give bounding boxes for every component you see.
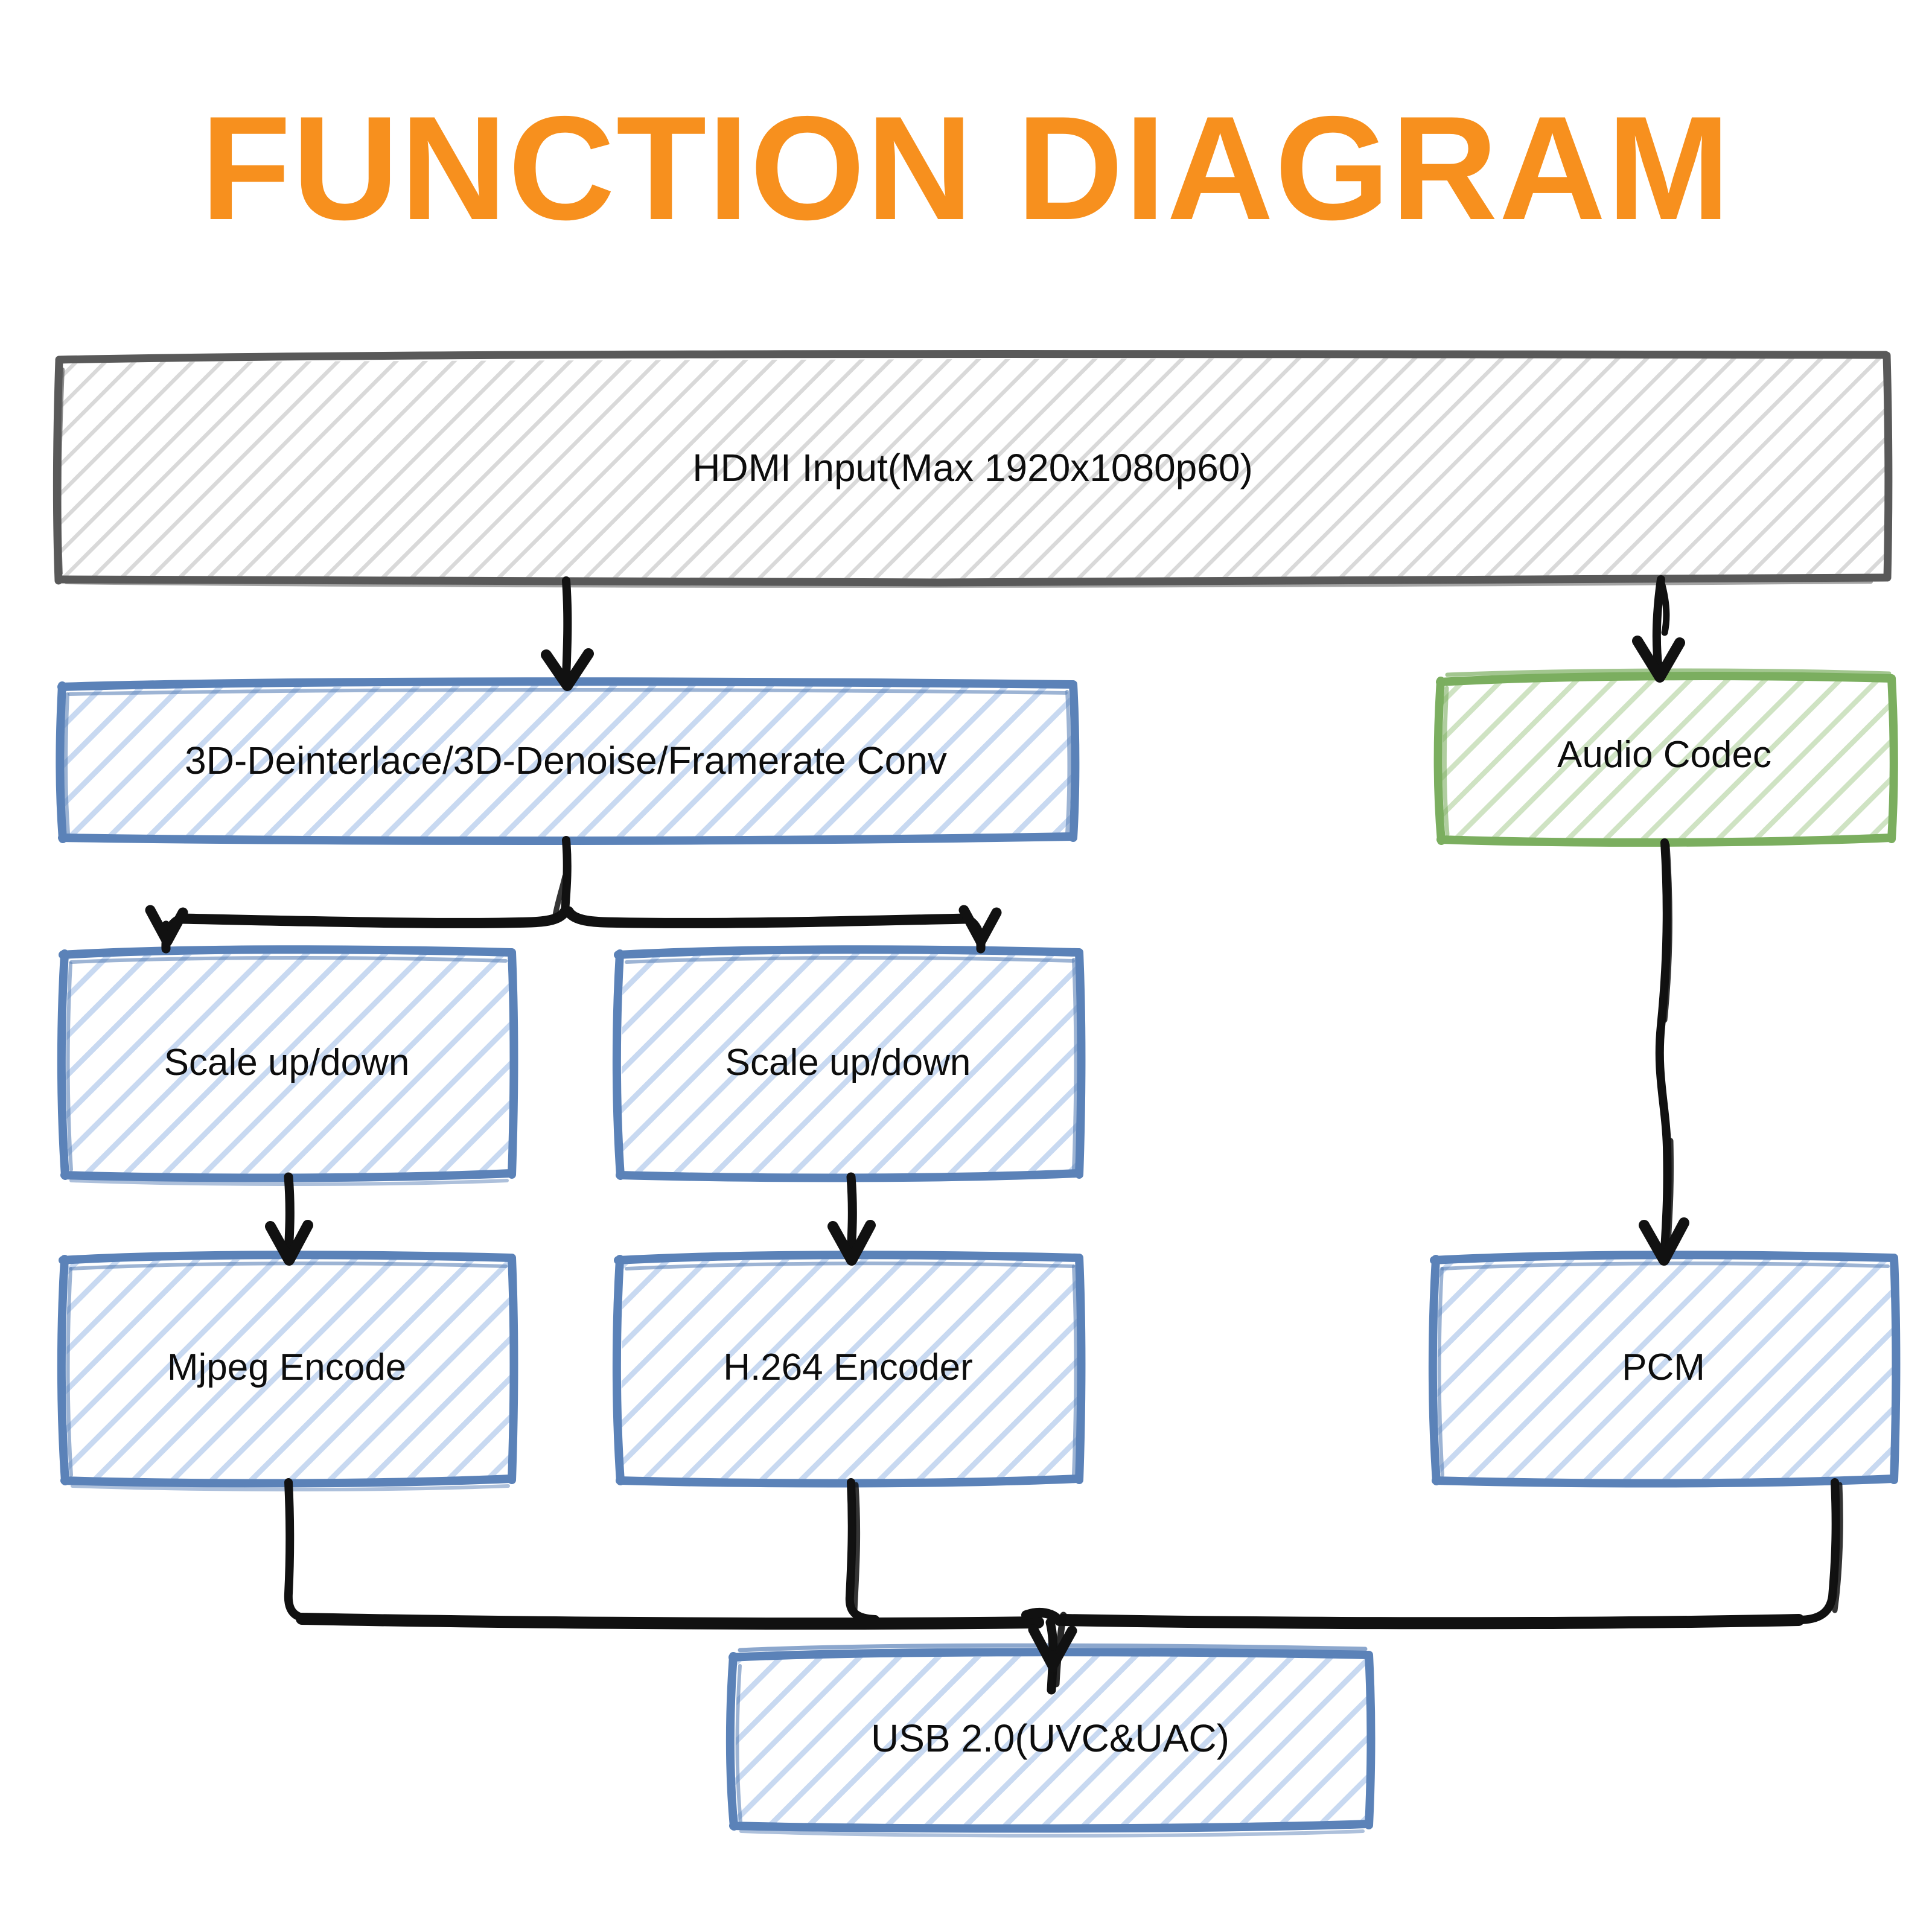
- edge-hdmi-to-video: [541, 576, 594, 691]
- page-title: FUNCTION DIAGRAM: [200, 85, 1732, 250]
- node-video-pipeline[interactable]: [56, 677, 1080, 845]
- edge-scale1-to-mjpeg: [265, 1172, 313, 1266]
- node-h264-encoder[interactable]: [612, 1251, 1086, 1488]
- edge-audio-to-pcm: [1639, 838, 1689, 1266]
- edge-merge-to-usb: [284, 1478, 1843, 1695]
- edge-video-split: [145, 836, 1002, 954]
- node-hdmi-input[interactable]: [53, 349, 1893, 588]
- node-pcm[interactable]: [1428, 1251, 1901, 1488]
- node-scale-1[interactable]: [57, 945, 518, 1186]
- node-usb[interactable]: [725, 1643, 1376, 1838]
- node-scale-2[interactable]: [612, 945, 1086, 1182]
- node-audio-codec[interactable]: [1433, 668, 1898, 847]
- edge-hdmi-to-audio: [1632, 575, 1685, 683]
- edge-scale2-to-h264: [827, 1172, 876, 1266]
- node-mjpeg-encode[interactable]: [57, 1251, 518, 1491]
